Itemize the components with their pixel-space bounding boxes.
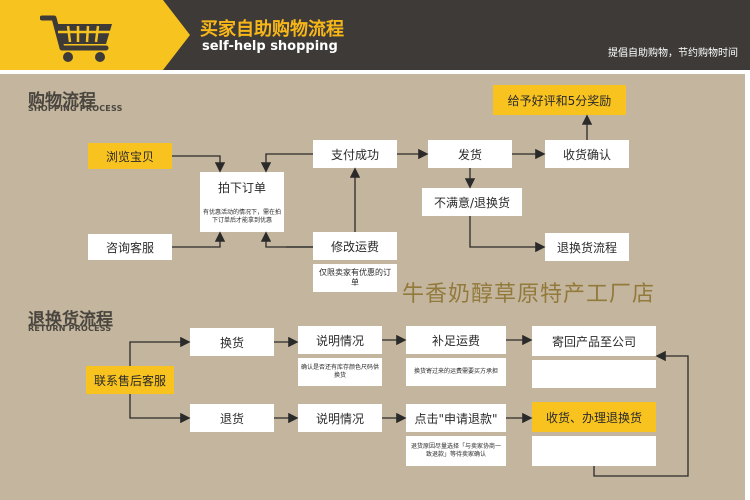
return-flow-box: 退换货流程 [545, 233, 629, 261]
exchange-box: 换货 [190, 328, 274, 356]
page-title: 买家自助购物流程 [200, 19, 344, 40]
apply-refund-box: 点击"申请退款" [406, 404, 506, 432]
ship-box: 发货 [428, 140, 512, 168]
page-subtitle: self-help shopping [202, 39, 338, 54]
consult-box: 咨询客服 [88, 234, 172, 260]
supplement-fee-box: 补足运费 [406, 326, 506, 354]
modify-fee-box: 修改运费 [313, 232, 397, 260]
return-section-title: 退换货流程 [28, 310, 113, 330]
refund-box: 退货 [190, 404, 274, 432]
confirm-box: 收货确认 [545, 140, 629, 168]
header-banner: 买家自助购物流程 self-help shopping 提倡自助购物，节约购物时… [0, 0, 750, 70]
shopping-cart-icon [40, 15, 112, 62]
return-section-subtitle: RETURN PROCESS [28, 324, 112, 333]
modify-fee-note: 仅限卖家有优惠的订单 [313, 264, 397, 292]
send-back-blank [532, 360, 656, 388]
unsatisfied-box: 不满意/退换货 [422, 188, 522, 216]
explain-note-1: 确认是否还有库存颜色尺码供换货 [298, 358, 382, 386]
shopping-section-title: 购物流程 [28, 91, 96, 111]
send-back-box: 寄回产品至公司 [532, 326, 656, 356]
browse-box: 浏览宝贝 [88, 143, 172, 169]
receive-blank [532, 436, 656, 466]
explain-box-2: 说明情况 [298, 404, 382, 432]
apply-refund-note: 退货原因尽量选择「与卖家协商一致退款」等待卖家确认 [406, 436, 506, 466]
supplement-fee-note: 换货寄过来的运费需要买方承担 [406, 358, 506, 386]
order-note: 有优惠活动的情况下，需在拍下订单后才能拿到优惠 [200, 202, 284, 232]
shop-watermark: 牛香奶醇草原特产工厂店 [402, 282, 656, 307]
contact-service-box: 联系售后客服 [86, 366, 174, 394]
header-slogan: 提倡自助购物，节约购物时间 [608, 48, 738, 59]
shopping-section-subtitle: SHOPPING PROCESS [28, 104, 123, 113]
review-box: 给予好评和5分奖励 [493, 85, 626, 115]
cart-badge [0, 0, 190, 70]
receive-process-box: 收货、办理退换货 [532, 402, 656, 432]
explain-box-1: 说明情况 [298, 326, 382, 354]
pay-box: 支付成功 [313, 140, 397, 168]
order-box: 拍下订单 [200, 172, 284, 202]
